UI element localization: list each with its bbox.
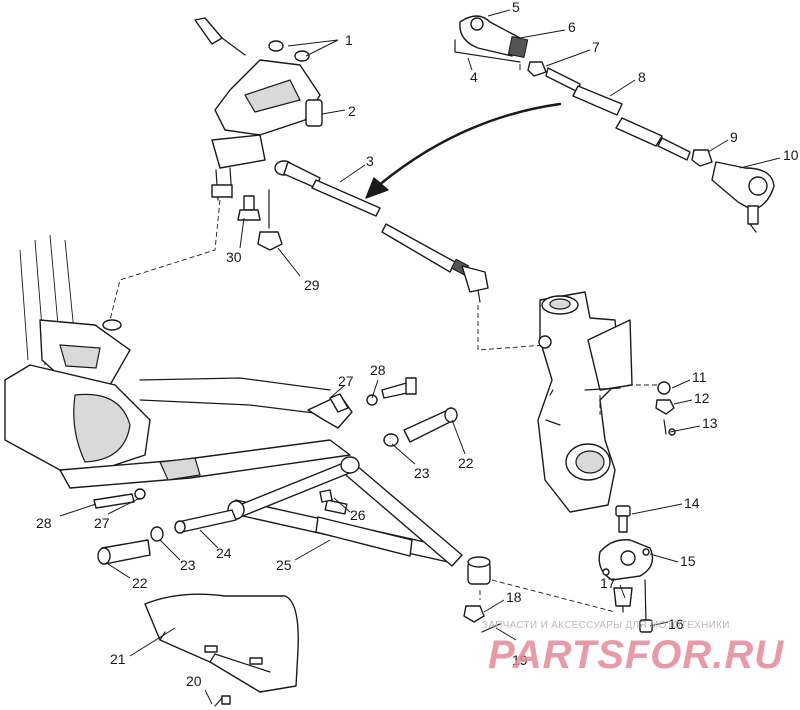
watermark-logo: PARTSFOR.RU bbox=[488, 633, 784, 677]
callout-17: 17 bbox=[600, 575, 616, 591]
callout-22-left: 22 bbox=[132, 575, 148, 591]
callout-28-bottom: 28 bbox=[36, 515, 52, 531]
callout-23-left: 23 bbox=[180, 557, 196, 573]
callout-labels: 1 2 3 4 5 6 7 8 9 10 11 12 13 14 15 16 1… bbox=[36, 0, 799, 689]
callout-28-top: 28 bbox=[370, 362, 386, 378]
callout-30: 30 bbox=[226, 249, 242, 265]
watermark-tagline: ЗАПЧАСТИ И АКСЕССУАРЫ ДЛЯ МОТОТЕХНИКИ bbox=[482, 620, 730, 631]
callout-27-top: 27 bbox=[338, 373, 354, 389]
spindle-knuckle bbox=[537, 291, 676, 633]
callout-14: 14 bbox=[684, 495, 700, 511]
callout-8: 8 bbox=[638, 69, 646, 85]
callout-4: 4 bbox=[470, 69, 478, 85]
callout-9: 9 bbox=[730, 129, 738, 145]
chassis-frame bbox=[4, 234, 351, 489]
callout-5: 5 bbox=[512, 0, 520, 15]
callout-1: 1 bbox=[345, 32, 353, 48]
callout-12: 12 bbox=[694, 390, 710, 406]
callout-13: 13 bbox=[702, 415, 718, 431]
callout-26: 26 bbox=[350, 507, 366, 523]
callout-15: 15 bbox=[680, 553, 696, 569]
callout-20: 20 bbox=[186, 673, 202, 689]
callout-2: 2 bbox=[348, 103, 356, 119]
a-arm bbox=[93, 377, 616, 613]
callout-25: 25 bbox=[276, 557, 292, 573]
callout-23-right: 23 bbox=[414, 465, 430, 481]
callout-6: 6 bbox=[568, 19, 576, 35]
watermark: ЗАПЧАСТИ И АКСЕССУАРЫ ДЛЯ МОТОТЕХНИКИ PA… bbox=[482, 620, 784, 677]
tie-rod bbox=[274, 160, 546, 351]
tie-rod-end-assembly bbox=[365, 15, 775, 233]
callout-19: 19 bbox=[512, 652, 528, 668]
skid-plate bbox=[144, 593, 501, 707]
callout-16: 16 bbox=[668, 616, 684, 632]
callout-29: 29 bbox=[304, 277, 320, 293]
steering-post-bracket bbox=[102, 17, 323, 331]
callout-7: 7 bbox=[592, 39, 600, 55]
callout-27-bottom: 27 bbox=[94, 515, 110, 531]
callout-3: 3 bbox=[366, 153, 374, 169]
leader-lines bbox=[59, 9, 781, 705]
callout-22-right: 22 bbox=[458, 455, 474, 471]
callout-18: 18 bbox=[506, 589, 522, 605]
callout-24: 24 bbox=[216, 545, 232, 561]
callout-10: 10 bbox=[783, 147, 799, 163]
callout-21: 21 bbox=[110, 651, 126, 667]
callout-11: 11 bbox=[692, 369, 707, 385]
